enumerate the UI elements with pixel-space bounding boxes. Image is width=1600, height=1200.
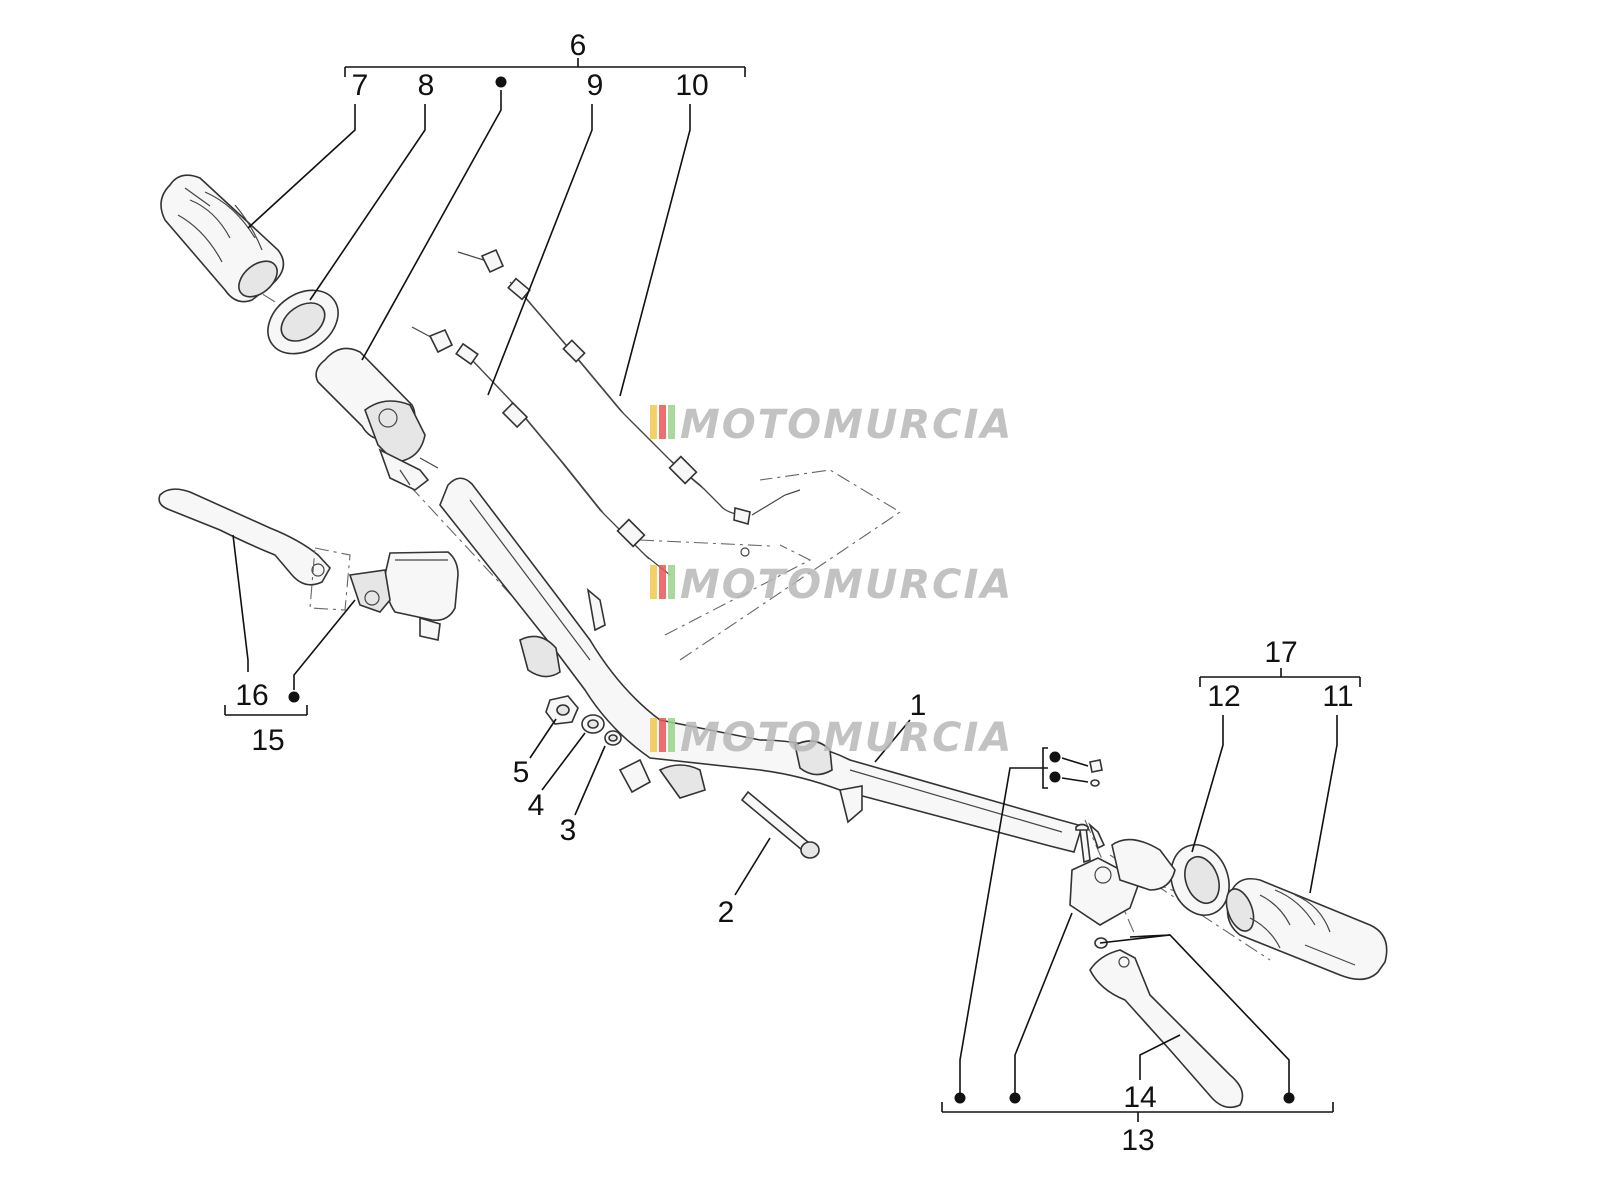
callout-6: 6 xyxy=(570,29,587,62)
watermark-stripe-1 xyxy=(650,565,657,599)
nut-washer-parts xyxy=(545,695,622,746)
right-ring-part xyxy=(1170,844,1230,916)
watermark-stripe-3 xyxy=(668,405,675,439)
left-ring-part xyxy=(267,289,339,355)
callout-2: 2 xyxy=(718,896,735,929)
callout-5: 5 xyxy=(513,756,530,789)
right-switch-housing xyxy=(1111,838,1176,891)
callout-8: 8 xyxy=(418,69,435,102)
callout-9: 9 xyxy=(587,69,604,102)
handlebar-part xyxy=(439,477,1084,853)
watermark-text: MOTOMURCIA xyxy=(680,562,1013,608)
leader-lines xyxy=(224,58,1361,1122)
watermark-stripe-1 xyxy=(650,718,657,752)
watermark-stripe-1 xyxy=(650,405,657,439)
callout-4: 4 xyxy=(528,789,545,822)
callout-1: 1 xyxy=(910,689,927,722)
watermark-3: MOTOMURCIA xyxy=(650,715,1013,761)
throttle-cable-upper xyxy=(457,248,801,526)
right-grip-part xyxy=(1225,877,1388,981)
watermark-stripe-2 xyxy=(659,718,666,752)
right-brake-lever-part xyxy=(1089,949,1244,1109)
watermark-stripe-2 xyxy=(659,565,666,599)
callout-17: 17 xyxy=(1264,636,1297,669)
watermark-stripe-3 xyxy=(668,565,675,599)
callout-14: 14 xyxy=(1123,1081,1156,1114)
callout-16: 16 xyxy=(235,679,268,712)
throttle-cable-lower xyxy=(411,326,750,576)
watermark-stripe-3 xyxy=(668,718,675,752)
watermark-text: MOTOMURCIA xyxy=(680,402,1013,448)
callout-numbers: 6 7 8 9 10 1 2 3 4 5 16 15 17 12 11 14 1… xyxy=(235,29,1353,1157)
watermark-text: MOTOMURCIA xyxy=(680,715,1013,761)
callout-3: 3 xyxy=(560,814,577,847)
throttle-grip-assembly xyxy=(315,347,439,491)
callout-12: 12 xyxy=(1207,680,1240,713)
callout-11: 11 xyxy=(1322,680,1353,713)
callout-bullets xyxy=(288,76,1295,1104)
callout-7: 7 xyxy=(352,69,369,102)
bolt-part xyxy=(740,790,820,859)
left-grip-part xyxy=(160,174,285,303)
callout-10: 10 xyxy=(675,69,708,102)
watermark-stripe-2 xyxy=(659,405,666,439)
watermark-2: MOTOMURCIA xyxy=(650,562,1013,608)
left-master-cylinder xyxy=(309,547,459,641)
watermark-1: MOTOMURCIA xyxy=(650,402,1013,448)
callout-15: 15 xyxy=(251,724,284,757)
left-brake-lever-part xyxy=(158,488,331,586)
callout-13: 13 xyxy=(1121,1124,1154,1157)
